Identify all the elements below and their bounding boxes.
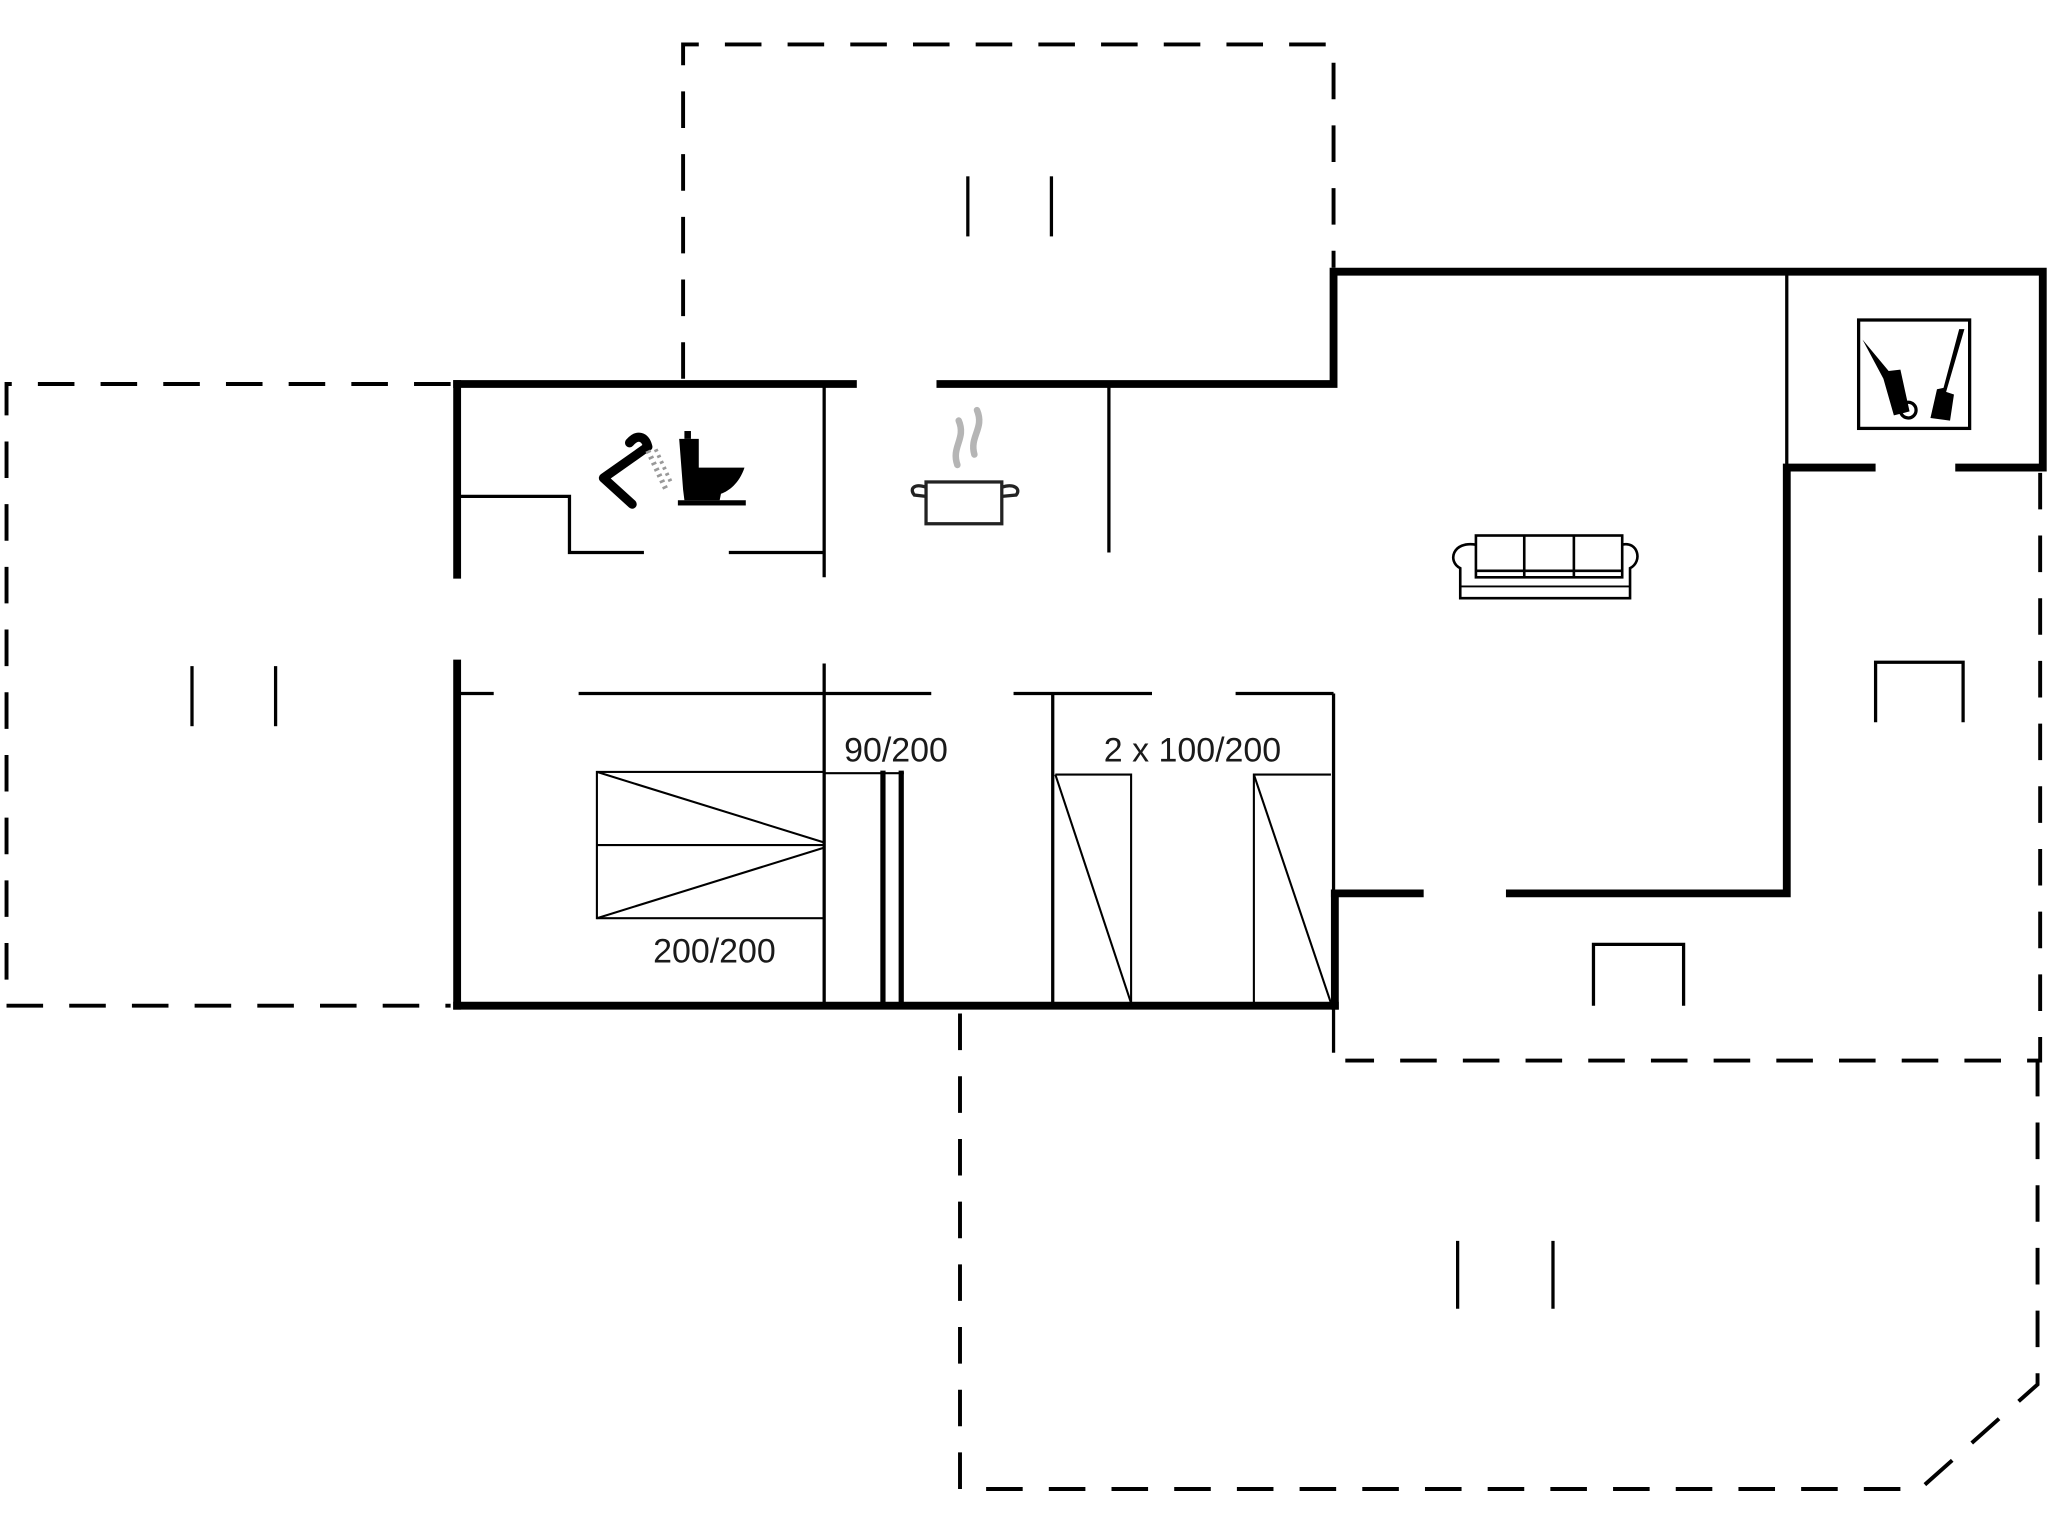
cooking-pot-icon — [910, 406, 1020, 526]
twin-beds: 2 x 100/200 — [1054, 731, 1332, 1004]
single-bed: 90/200 — [824, 731, 948, 1006]
double-bed: 200/200 — [595, 770, 826, 971]
terrace-south — [958, 1013, 2040, 1491]
shower-icon — [598, 432, 674, 509]
interior-walls — [459, 274, 1789, 1006]
sofa-icon — [1451, 534, 1639, 600]
terrace-east — [1331, 472, 2043, 1063]
cleaning-tools-icon — [1856, 318, 1972, 431]
twin-beds-label: 2 x 100/200 — [1104, 731, 1281, 769]
terrace-west — [4, 382, 451, 1008]
exterior-walls — [453, 267, 2047, 1010]
toilet-icon — [677, 431, 746, 506]
single-bed-label: 90/200 — [844, 731, 948, 769]
double-bed-label: 200/200 — [653, 933, 776, 971]
terrace-north — [681, 42, 1336, 379]
